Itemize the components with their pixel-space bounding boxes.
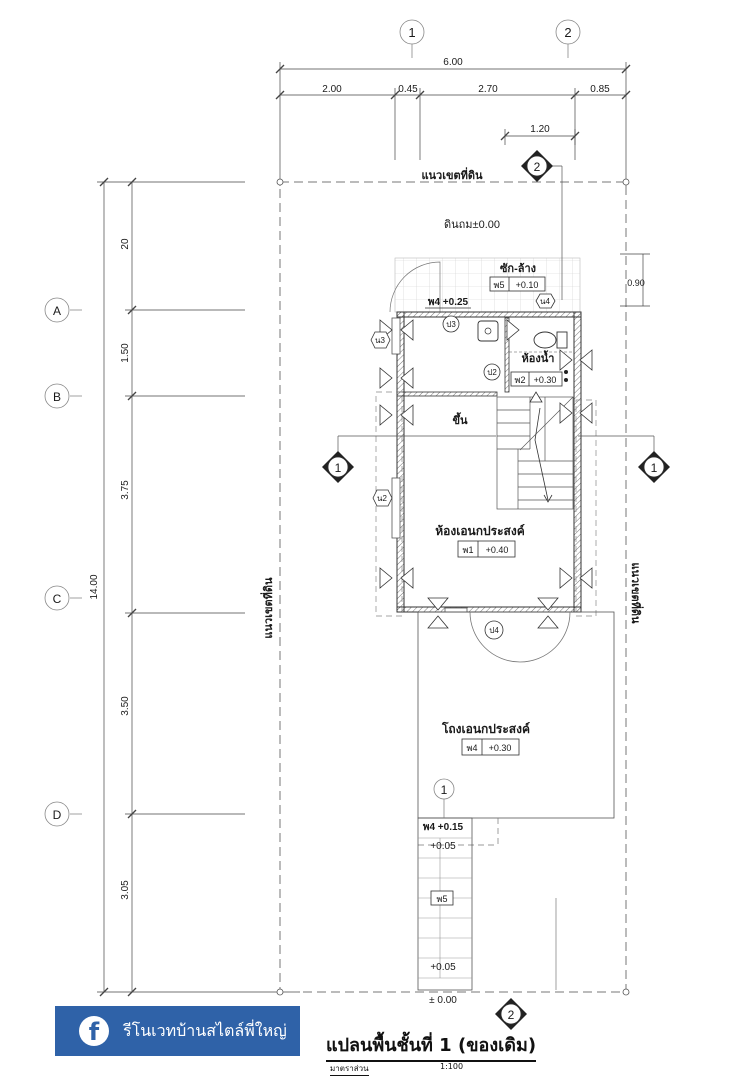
building-walls <box>391 311 582 613</box>
svg-text:ป3: ป3 <box>446 320 456 329</box>
property-boundary <box>279 181 627 993</box>
top-dimensions <box>275 62 631 186</box>
dim-seg-2: 0.45 <box>398 84 418 95</box>
svg-text:1: 1 <box>335 461 342 475</box>
front-hall-outline <box>417 611 615 819</box>
fill-level-label: ดินถม±0.00 <box>444 219 500 231</box>
svg-text:พ4: พ4 <box>467 743 478 753</box>
svg-text:D: D <box>53 808 62 822</box>
window-tag-n2: น2 <box>372 489 393 507</box>
svg-text:+0.40: +0.40 <box>486 545 509 555</box>
svg-text:น4: น4 <box>540 297 550 306</box>
level-tag-bathroom: พ2 +0.30 <box>510 371 563 387</box>
grid-bubble-C: C <box>44 585 82 611</box>
level-tag-ramp: พ5 <box>430 890 454 906</box>
svg-text:น2: น2 <box>377 494 387 503</box>
svg-text:1: 1 <box>441 783 448 797</box>
svg-text:น3: น3 <box>375 336 385 345</box>
svg-text:2: 2 <box>508 1008 515 1022</box>
level-tag-room: พ1 +0.40 <box>457 540 516 558</box>
section-mark-1-left: 1 <box>322 435 496 483</box>
drawing-title: แปลนพื้นชั้นที่ 1 (ของเดิม) <box>326 1030 537 1062</box>
facebook-page-banner[interactable]: f รีโนเวทบ้านสไตล์พี่ใหญ่ <box>55 1006 300 1056</box>
dim-left-seg-1: 20 <box>120 238 131 250</box>
svg-text:พ5: พ5 <box>437 894 448 904</box>
svg-text:ป4: ป4 <box>489 626 499 635</box>
section-mark-2-bottom: 2 <box>495 998 527 1030</box>
dim-overall-depth: 14.00 <box>89 574 100 599</box>
grid-bubble-1-lower: 1 <box>433 778 455 818</box>
dim-left-seg-3: 3.75 <box>120 480 131 500</box>
svg-text:พ1: พ1 <box>463 545 474 555</box>
svg-text:B: B <box>53 390 61 404</box>
level-tag-laundry: พ5 +0.10 <box>489 276 546 292</box>
door-tag-p3: ป3 <box>442 315 460 333</box>
dim-sub-width: 1.20 <box>530 124 550 135</box>
door-tag-p4: ป4 <box>484 620 504 640</box>
laundry-label: ซัก-ล้าง <box>500 262 536 275</box>
stair-up-label: ขึ้น <box>452 412 468 427</box>
dim-right-value: 0.90 <box>627 278 645 288</box>
dim-left-seg-5: 3.05 <box>120 880 131 900</box>
entry-steps <box>417 817 473 991</box>
facebook-icon: f <box>79 1016 109 1046</box>
level-ground: ± 0.00 <box>429 995 457 1006</box>
grid-bubble-1-top: 1 <box>399 19 425 58</box>
dim-seg-1: 2.00 <box>322 84 342 95</box>
grid-bubble-D: D <box>44 801 82 827</box>
scale-value: 1:100 <box>440 1062 464 1071</box>
left-dimensions <box>97 177 300 997</box>
svg-text:ป2: ป2 <box>487 368 497 377</box>
hall-label-multipurpose: โถงเอนกประสงค์ <box>441 721 530 736</box>
svg-text:พ5: พ5 <box>494 280 505 290</box>
sink-icon <box>477 320 499 342</box>
svg-text:C: C <box>53 592 62 606</box>
svg-text:A: A <box>53 304 61 318</box>
level-tag-yard: พ4 +0.30 <box>461 738 520 756</box>
bathroom-label: ห้องน้ำ <box>522 350 555 365</box>
window-tag-n3: น3 <box>370 331 391 349</box>
scale-label: มาตราส่วน <box>330 1062 369 1076</box>
svg-text:+0.10: +0.10 <box>516 280 539 290</box>
grid-label-1: 1 <box>408 25 415 40</box>
grid-label-2: 2 <box>564 25 571 40</box>
boundary-label-left: แนวเขตที่ดิน <box>260 577 275 639</box>
staircase <box>496 396 574 510</box>
room-label-multipurpose: ห้องเอนกประสงค์ <box>435 524 524 538</box>
door-tag-p2: ป2 <box>483 363 501 381</box>
right-dimension <box>620 253 650 307</box>
level-entry: พ4 +0.15 <box>423 822 464 833</box>
dim-seg-4: 0.85 <box>590 84 610 95</box>
svg-text:+0.30: +0.30 <box>534 375 557 385</box>
level-landing: พ4 +0.25 <box>428 297 469 308</box>
dim-overall-width: 6.00 <box>443 57 463 68</box>
grid-bubble-2-top: 2 <box>555 19 581 58</box>
svg-text:1: 1 <box>651 461 658 475</box>
dim-seg-3: 2.70 <box>478 84 498 95</box>
grid-bubble-A: A <box>44 297 82 323</box>
boundary-label-top: แนวเขตที่ดิน <box>421 167 483 182</box>
level-step-top: +0.05 <box>430 841 456 852</box>
dim-left-seg-4: 3.50 <box>120 696 131 716</box>
boundary-label-right: แนวเขตที่ดิน <box>629 562 644 624</box>
svg-text:2: 2 <box>534 160 541 174</box>
toilet-icon <box>533 331 568 349</box>
dim-left-seg-2: 1.50 <box>120 343 131 363</box>
svg-text:พ2: พ2 <box>515 375 526 385</box>
facebook-page-name: รีโนเวทบ้านสไตล์พี่ใหญ่ <box>123 1022 287 1040</box>
window-tag-n4: น4 <box>535 293 556 309</box>
grid-bubble-B: B <box>44 383 82 409</box>
section-mark-2-top: 2 <box>521 150 563 300</box>
level-step-bottom: +0.05 <box>430 962 456 973</box>
section-mark-1-right: 1 <box>578 435 670 483</box>
svg-text:+0.30: +0.30 <box>489 743 512 753</box>
